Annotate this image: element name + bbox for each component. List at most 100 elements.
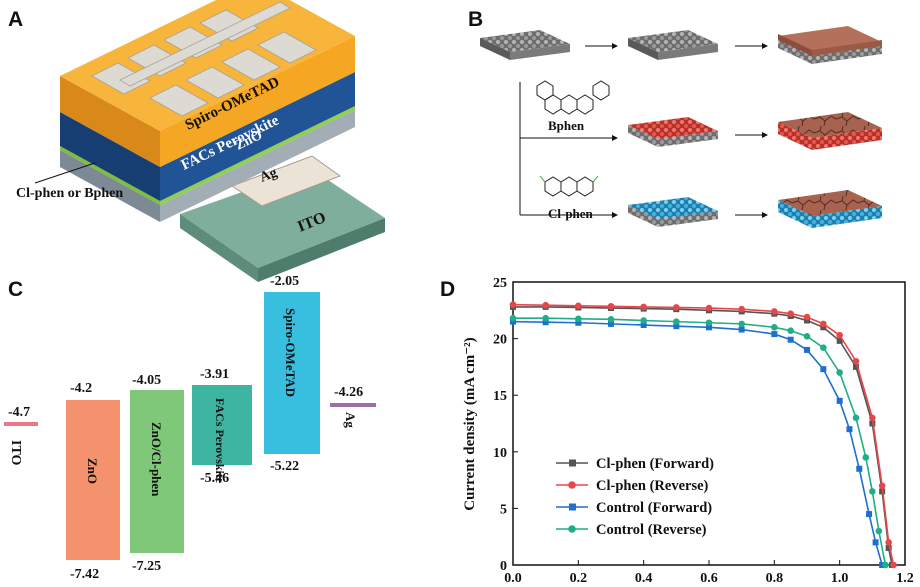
series-point <box>804 317 810 324</box>
clphen-molecule-icon <box>539 175 599 197</box>
series-point <box>575 302 582 310</box>
y-tick-label: 10 <box>493 446 507 461</box>
legend-label: Control (Reverse) <box>596 522 707 538</box>
series-point <box>607 316 615 323</box>
series-point <box>804 346 810 353</box>
series-point <box>509 314 517 322</box>
series-point <box>673 318 680 325</box>
film-perovskite-on-bphen <box>778 112 882 150</box>
spiro-bottom-value: -5.22 <box>270 459 299 474</box>
series-point <box>836 397 843 404</box>
ag-level-label: Ag <box>343 412 358 428</box>
series-point <box>853 363 859 370</box>
series-point <box>510 318 516 325</box>
series-point <box>771 331 778 338</box>
series-point <box>575 315 582 323</box>
series-point <box>836 331 843 339</box>
interlayer-left <box>60 146 160 205</box>
x-tick-label: 1.2 <box>896 571 914 586</box>
series-point <box>640 303 647 311</box>
perovskite-bottom-value: -5.46 <box>200 471 229 486</box>
series-point <box>787 310 794 317</box>
series-point <box>640 317 647 324</box>
zno-clphen-top-value: -4.05 <box>132 373 161 388</box>
series-line <box>513 317 887 566</box>
ito-top-face <box>180 168 385 268</box>
series-point <box>771 323 778 331</box>
series-point <box>787 336 794 343</box>
energy-level-diagram: -4.7 ITO -4.2 -7.42 ZnO -4.05 -7.25 ZnO/… <box>4 274 376 582</box>
series-point <box>738 326 745 333</box>
ito-level-value: -4.7 <box>8 405 30 420</box>
series-3 <box>509 314 889 569</box>
film-perovskite-on-zno <box>778 26 882 64</box>
zno-clphen-bottom-value: -7.25 <box>132 559 161 574</box>
series-point <box>885 545 892 552</box>
film-perovskite-on-clphen <box>778 190 882 228</box>
legend-marker <box>569 503 576 511</box>
panel-letter-d: D <box>440 278 456 301</box>
series-point <box>885 539 892 546</box>
y-tick-label: 5 <box>500 502 507 517</box>
zno-right-face <box>160 110 355 222</box>
series-point <box>771 308 778 315</box>
perovskite-band <box>192 385 252 465</box>
top-electrode-fingers <box>91 1 317 117</box>
series-point <box>542 314 549 322</box>
spiro-top-value: -2.05 <box>270 274 299 289</box>
series-point <box>542 301 549 309</box>
zno-left-face <box>60 150 160 222</box>
series-point <box>852 357 860 365</box>
label-clphen: Cl-phen <box>548 206 594 221</box>
panel-letter-b: B <box>468 8 484 31</box>
ito-level-label: ITO <box>8 440 23 466</box>
series-point <box>862 454 870 461</box>
series-point <box>803 313 811 321</box>
series-point <box>787 327 794 334</box>
perovskite-band-label: FACs Perovskite <box>213 398 227 484</box>
series-1 <box>509 301 897 569</box>
series-point <box>640 322 647 329</box>
label-bphen: Bphen <box>548 118 585 133</box>
zno-clphen-band <box>130 390 184 553</box>
series-point <box>705 319 713 327</box>
interlayer-right <box>160 106 355 205</box>
perovskite-left-face <box>60 112 160 201</box>
series-point <box>673 323 680 330</box>
x-tick-label: 0.4 <box>635 571 653 586</box>
series-point <box>820 366 827 373</box>
series-point <box>608 320 614 327</box>
zno-bottom-value: -7.42 <box>70 567 99 582</box>
ag-electrode <box>230 155 342 207</box>
series-point <box>869 420 876 427</box>
spiro-band <box>264 292 320 454</box>
series-point <box>836 369 843 376</box>
x-tick-label: 1.0 <box>831 571 849 586</box>
y-tick-label: 0 <box>500 559 507 574</box>
legend-label: Cl-phen (Forward) <box>596 456 714 472</box>
series-point <box>882 561 889 569</box>
y-tick-label: 20 <box>493 333 507 348</box>
film-process-diagram: Bphen Cl-phen <box>480 26 882 228</box>
x-tick-label: 0.8 <box>766 571 784 586</box>
bphen-molecule-icon <box>536 80 610 115</box>
series-point <box>607 303 615 310</box>
interlayer-pointer-line <box>34 162 96 184</box>
stack-top-face <box>60 0 355 131</box>
legend-label: Control (Forward) <box>596 500 712 516</box>
zno-band <box>66 400 120 560</box>
series-point <box>820 324 827 331</box>
series-point <box>509 301 517 308</box>
panel-letter-c: C <box>8 278 24 301</box>
series-line <box>513 306 893 566</box>
spiro-band-label: Spiro-OMeTAD <box>283 308 298 397</box>
series-line <box>512 320 883 566</box>
ito-left-face <box>180 214 258 282</box>
ito-right-face <box>258 218 385 282</box>
series-point <box>866 511 873 518</box>
series-point <box>875 527 883 535</box>
label-interlayer: Cl-phen or Bphen <box>16 186 123 201</box>
label-ag: Ag <box>258 165 279 185</box>
